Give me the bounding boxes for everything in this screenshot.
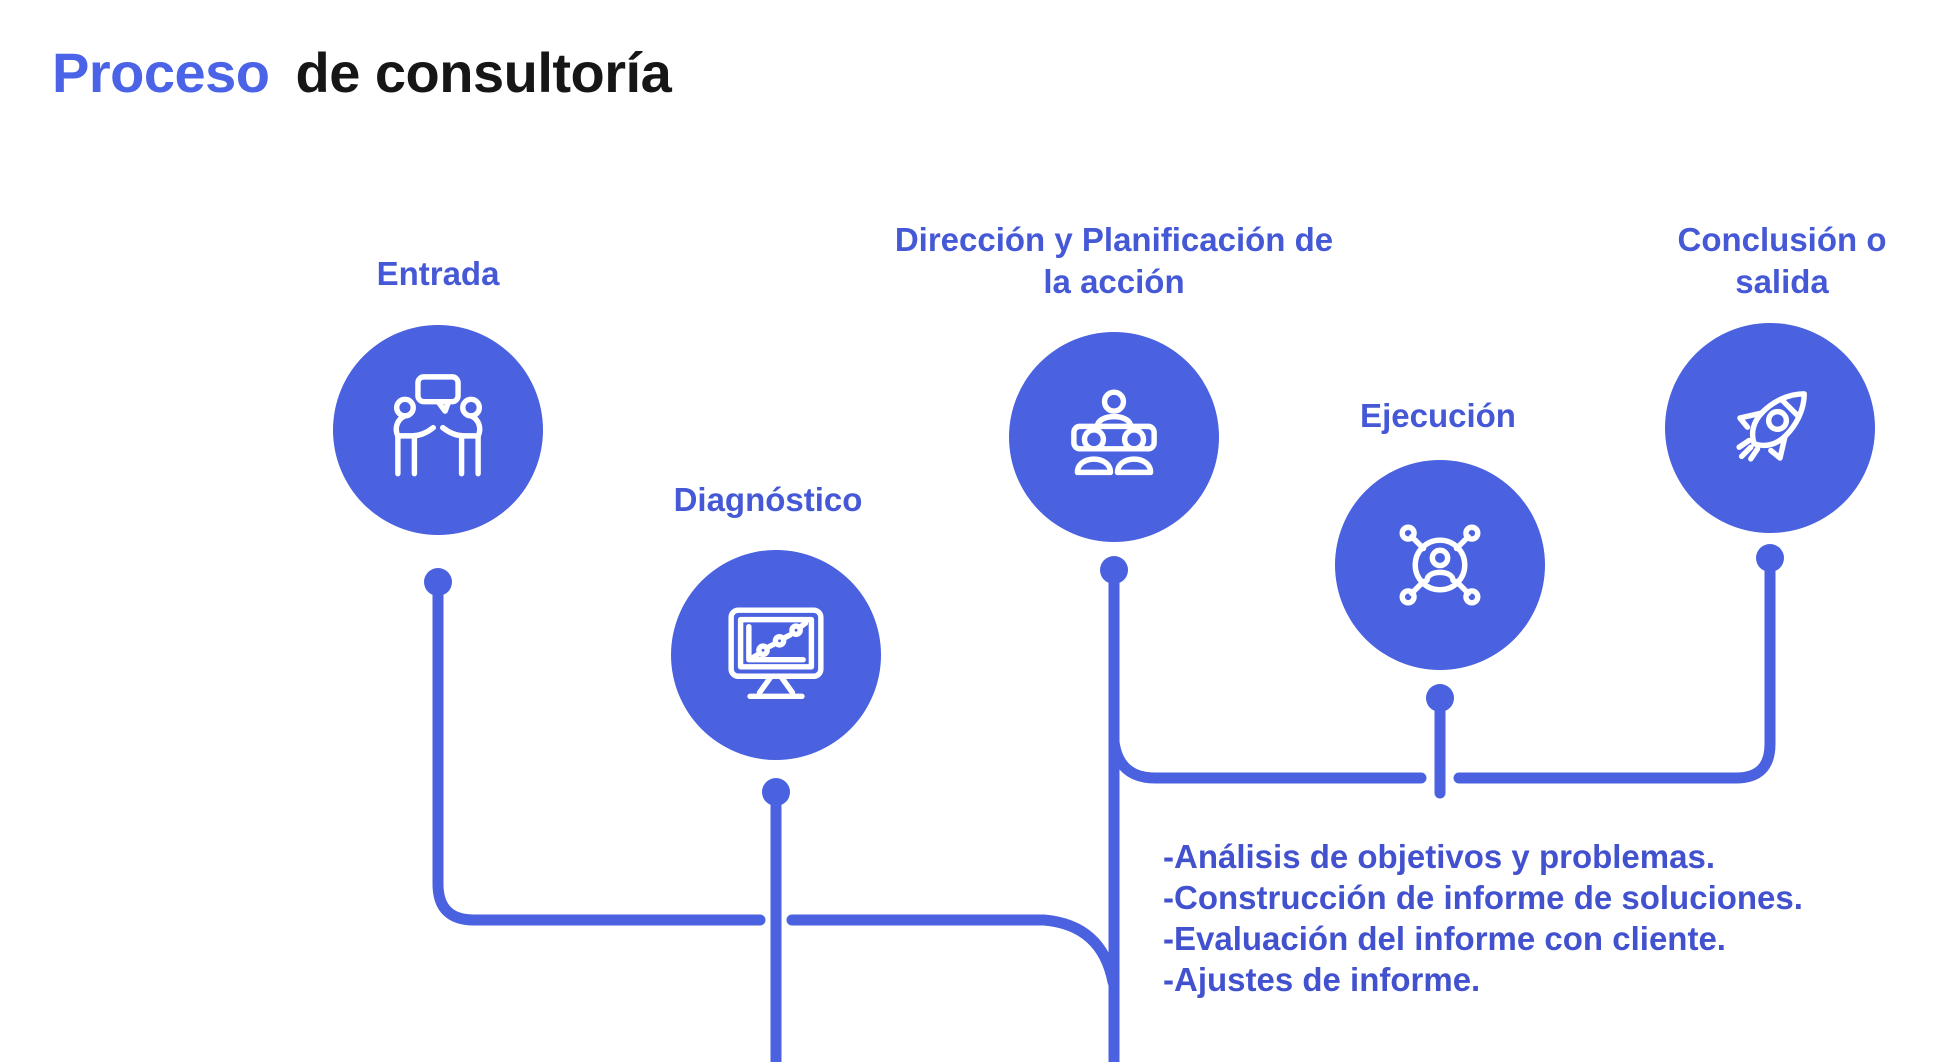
- stage-circle-entrada: [333, 325, 543, 535]
- node-dot-direccion: [1100, 556, 1128, 584]
- node-dot-conclusion: [1756, 544, 1784, 572]
- action-planning-notes: -Análisis de objetivos y problemas. -Con…: [1163, 836, 1863, 1000]
- stage-label-ejecucion: Ejecución: [1360, 397, 1516, 434]
- interview-icon: [393, 374, 483, 477]
- rocket-icon: [1736, 391, 1807, 462]
- network-person-icon: [1399, 524, 1481, 606]
- note-item: -Ajustes de informe.: [1163, 961, 1481, 998]
- stage-label-entrada: Entrada: [376, 255, 500, 292]
- note-item: -Análisis de objetivos y problemas.: [1163, 838, 1715, 875]
- note-item: -Construcción de informe de soluciones.: [1163, 879, 1803, 916]
- stage-circle-ejecucion: [1335, 460, 1545, 670]
- connector-entrada-merge: [786, 914, 1119, 988]
- stage-circle-diagnostico: [671, 550, 881, 760]
- note-item: -Evaluación del informe con cliente.: [1163, 920, 1726, 957]
- stage-label-diagnostico: Diagnóstico: [673, 481, 863, 518]
- title-rest: de consultoría: [295, 41, 672, 104]
- meeting-icon: [1071, 389, 1157, 476]
- connector-branch-right: [1108, 736, 1427, 784]
- stage-label-direccion: Dirección y Planificación de la acción: [894, 221, 1334, 300]
- stage-label-conclusion: Conclusión o salida: [1677, 221, 1887, 300]
- node-dot-entrada: [424, 568, 452, 596]
- stage-circle-direccion: [1009, 332, 1219, 542]
- title-highlight: Proceso: [52, 41, 270, 104]
- stage-circle-conclusion: [1665, 323, 1875, 533]
- node-dot-ejecucion: [1426, 684, 1454, 712]
- page-title: Proceso de consultoría: [52, 40, 672, 105]
- monitor-chart-icon: [728, 607, 824, 700]
- node-dot-diagnostico: [762, 778, 790, 806]
